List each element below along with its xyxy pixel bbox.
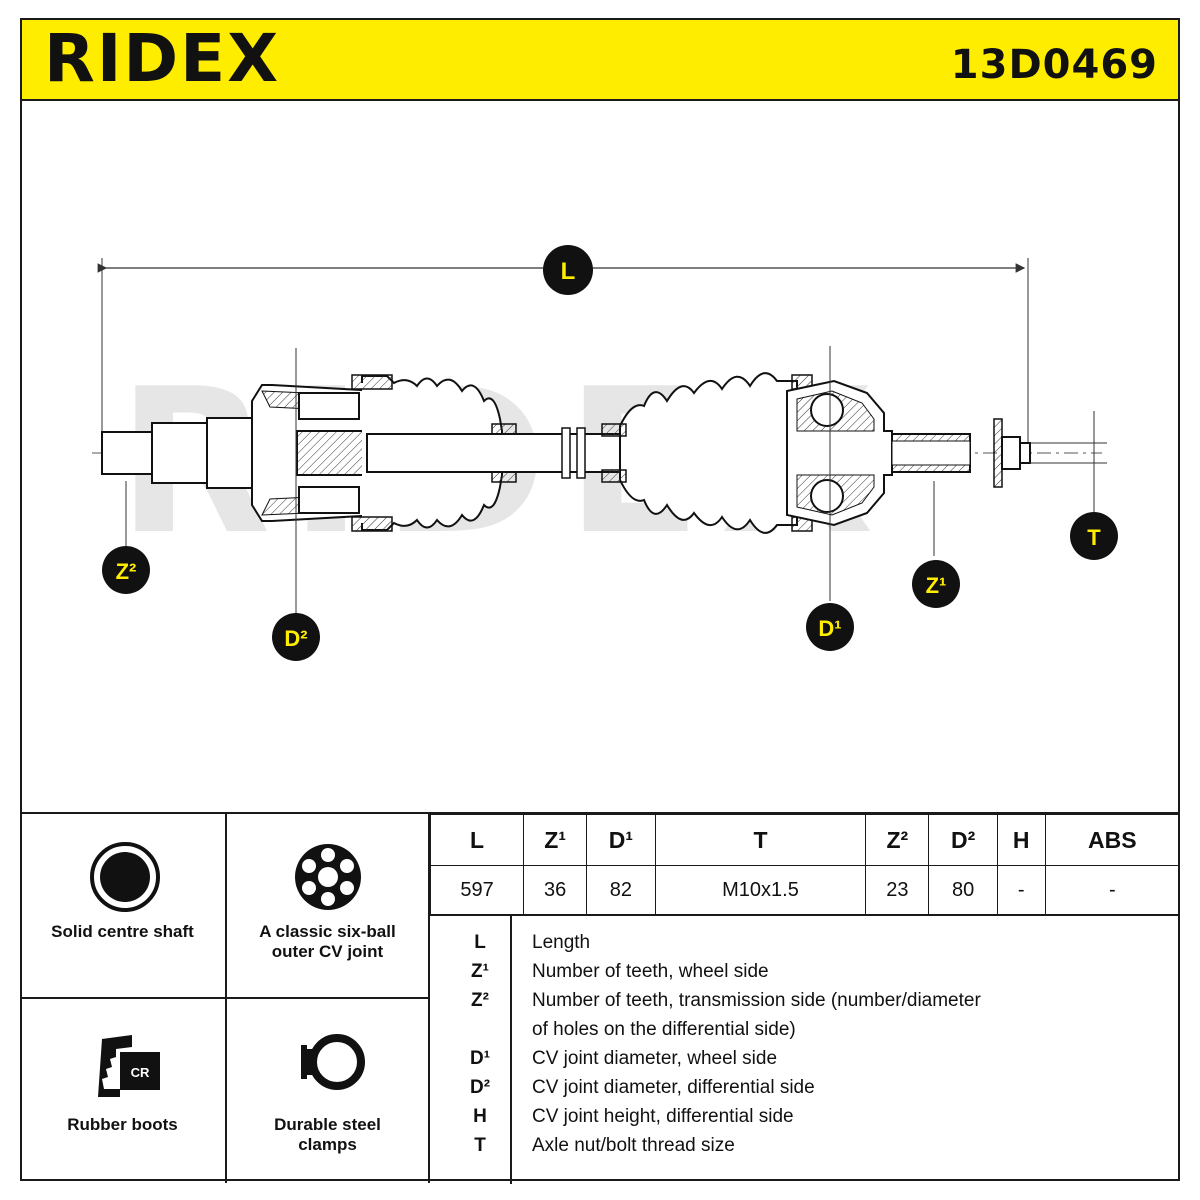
- spec-value-cell: 82: [586, 865, 656, 915]
- inner-boot-clamp-large: [351, 374, 393, 390]
- spec-value-cell: -: [1044, 865, 1181, 915]
- callout-z1: Z¹: [912, 560, 960, 608]
- legend-text: of holes on the differential side): [532, 1019, 796, 1040]
- feature-solid-shaft-label: Solid centre shaft: [51, 922, 194, 941]
- cv-ball-top: [810, 393, 844, 427]
- legend-key: Z¹: [471, 961, 489, 982]
- legend-text: CV joint diameter, differential side: [532, 1077, 815, 1098]
- part-number: 13D0469: [950, 42, 1158, 88]
- legend-row: T Axle nut/bolt thread size: [430, 1135, 1180, 1164]
- callout-d1-text: D¹: [818, 616, 841, 641]
- spec-value-cell: 36: [523, 865, 588, 915]
- header-bar: RIDEX 13D0469: [22, 20, 1178, 101]
- legend-row: Z² Number of teeth, transmission side (n…: [430, 990, 1180, 1019]
- feature-solid-shaft: Solid centre shaft: [20, 814, 225, 997]
- callout-d2: D²: [272, 613, 320, 661]
- axle-bolt: [1019, 442, 1031, 464]
- spec-header-cell: D²: [928, 814, 998, 866]
- feature-steel-clamps: Durable steel clamps: [227, 999, 428, 1183]
- feature-divider-h: [20, 997, 430, 999]
- left-collar: [151, 422, 208, 484]
- legend-row: H CV joint height, differential side: [430, 1106, 1180, 1135]
- left-stub-shaft: [101, 431, 153, 475]
- callout-t-text: T: [1087, 525, 1101, 550]
- drive-shaft-diagram: RIDEX: [92, 245, 1118, 661]
- info-panel: Solid centre shaft A classic six-ball ou…: [20, 812, 1181, 1184]
- legend-divider: [510, 916, 512, 1184]
- legend-key: L: [474, 932, 486, 953]
- spec-value-cell: 23: [865, 865, 930, 915]
- legend-row: of holes on the differential side): [430, 1019, 1180, 1048]
- spec-header-cell: D¹: [586, 814, 656, 866]
- callout-d2-text: D²: [284, 626, 307, 651]
- feature-steel-clamps-label: Durable steel clamps: [274, 1115, 381, 1154]
- legend-text: Axle nut/bolt thread size: [532, 1135, 735, 1156]
- legend-text: Number of teeth, transmission side (numb…: [532, 990, 981, 1011]
- spec-value-cell: -: [996, 865, 1046, 915]
- spec-table-header: L Z¹ D¹ T Z² D² H ABS: [429, 814, 1181, 866]
- spec-header-cell: ABS: [1044, 814, 1181, 866]
- abs-washer: [993, 418, 1003, 488]
- outer-boot-clamp-small: [601, 423, 627, 437]
- spec-header-cell: H: [996, 814, 1046, 866]
- legend-text: CV joint diameter, wheel side: [532, 1048, 778, 1069]
- legend-row: L Length: [430, 932, 1180, 961]
- callout-d1: D¹: [806, 603, 854, 651]
- legend: L Length Z¹ Number of teeth, wheel side …: [430, 914, 1180, 1184]
- callout-z2: Z²: [102, 546, 150, 594]
- six-ball-joint-icon: [227, 832, 428, 922]
- spec-table-values: 597 36 82 M10x1.5 23 80 - -: [429, 865, 1181, 915]
- callout-z1-text: Z¹: [926, 573, 947, 598]
- legend-text: Length: [532, 932, 591, 953]
- legend-key: T: [474, 1135, 486, 1156]
- legend-row: D¹ CV joint diameter, wheel side: [430, 1048, 1180, 1077]
- callout-length-text: L: [561, 258, 576, 285]
- left-joint-neck: [206, 417, 253, 489]
- spec-header-cell: T: [654, 814, 867, 866]
- callout-z2-text: Z²: [116, 559, 137, 584]
- axle-nut: [1001, 436, 1021, 470]
- drive-shaft-drawing: RIDEX: [22, 101, 1178, 813]
- legend-key: D¹: [469, 1048, 491, 1069]
- feature-six-ball-joint-label: A classic six-ball outer CV joint: [259, 922, 396, 961]
- legend-key: H: [473, 1106, 487, 1127]
- solid-shaft-icon: [20, 832, 225, 922]
- page-frame: [20, 18, 1180, 1181]
- spec-header-cell: L: [429, 814, 525, 866]
- cv-ball-bottom: [810, 479, 844, 513]
- callout-t: T: [1070, 512, 1118, 560]
- legend-row: Z¹ Number of teeth, wheel side: [430, 961, 1180, 990]
- legend-text: Number of teeth, wheel side: [532, 961, 769, 982]
- legend-text: CV joint height, differential side: [532, 1106, 794, 1127]
- feature-rubber-boots: CR Rubber boots: [20, 999, 225, 1183]
- spec-value-cell: M10x1.5: [654, 865, 867, 915]
- spec-header-cell: Z¹: [523, 814, 588, 866]
- feature-six-ball-joint: A classic six-ball outer CV joint: [227, 814, 428, 997]
- steel-clamp-icon: [227, 1017, 428, 1107]
- spec-header-cell: Z²: [865, 814, 930, 866]
- ridex-logo: RIDEX: [44, 20, 281, 97]
- spec-table: L Z¹ D¹ T Z² D² H ABS 597 36 82 M10x1.5 …: [429, 814, 1181, 915]
- feature-rubber-boots-label: Rubber boots: [67, 1115, 178, 1134]
- tripod-spider: [298, 392, 360, 420]
- rubber-boot-icon: CR: [20, 1017, 225, 1107]
- legend-row: D² CV joint diameter, differential side: [430, 1077, 1180, 1106]
- spec-value-cell: 80: [928, 865, 998, 915]
- legend-key: D²: [469, 1077, 491, 1098]
- legend-key: Z²: [471, 990, 489, 1011]
- spec-value-cell: 597: [429, 865, 525, 915]
- rubber-boot-badge: CR: [131, 1065, 150, 1080]
- callout-length: L: [543, 245, 593, 295]
